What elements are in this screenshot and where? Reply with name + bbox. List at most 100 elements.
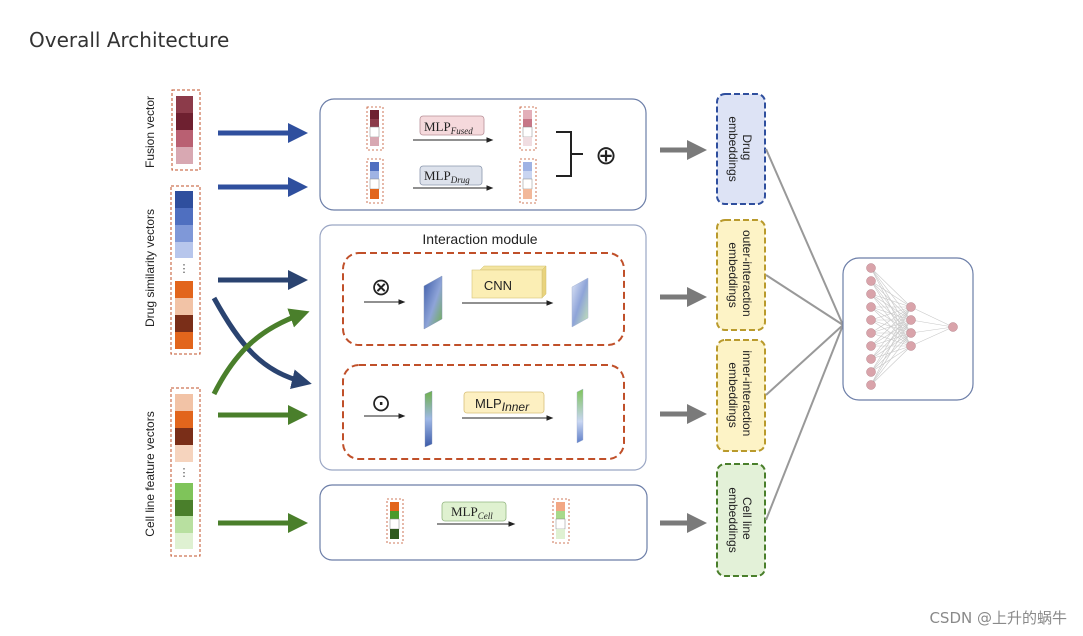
cell-to-outer-curve [211,308,310,396]
svg-text:outer-interaction embeddin: outer-interaction embeddings [726,230,754,320]
plus-symbol: ⊕ [595,140,617,170]
svg-text:MLPFused: MLPFused [424,119,473,136]
nn-input-node [866,315,876,325]
fused-drug-module [319,98,647,211]
svg-text:MLPInner: MLPInner [475,396,530,414]
inner-output-vector [576,388,584,444]
page-title: Overall Architecture [29,28,230,52]
nn-edge [870,332,912,386]
cell-module [319,484,648,561]
mlp-cell-label: MLP [451,504,478,519]
outer-embeddings-line2: embeddings [726,242,740,307]
nn-hidden-node [906,315,916,325]
svg-text:Drug embeddings: Drug embeddings [726,116,754,181]
cnn-block [471,265,547,299]
nn-edge [870,306,912,386]
nn-hidden-node [906,341,916,351]
svg-text:⋮: ⋮ [179,467,190,479]
mlp-drug-label: MLP [424,168,451,183]
cell-input-vector [386,498,404,544]
cell-embeddings-line2: embeddings [726,487,740,552]
nn-edge [910,306,954,328]
mlp-cell-box [441,501,507,522]
nn-input-node [866,289,876,299]
drug-output-vector [519,158,537,204]
nn-edge [870,306,912,334]
nn-edge [870,306,912,321]
nn-input-node [866,263,876,273]
mlp-fused-box [419,115,485,136]
interaction-module-title: Interaction module [422,231,537,247]
neural-network-icon [866,263,958,390]
svg-text:⋮: ⋮ [179,263,190,275]
inner-embeddings-box [716,339,766,452]
cell-output-vector [552,498,570,544]
outer-product-symbol: ⊗ [371,274,391,301]
mlp-cell-sub: Cell [478,511,493,521]
nn-edge [870,306,912,360]
nn-edge [870,319,912,386]
svg-text:Cell line embeddings: Cell line embeddings [726,487,754,552]
drug-embeddings-box [716,93,766,205]
outer-embeddings-box [716,219,766,331]
svg-text:inner-interaction embeddin: inner-interaction embeddings [726,350,754,439]
mlp-fused-sub: Fused [450,126,473,136]
inner-embeddings-line2: embeddings [726,362,740,427]
nn-input-node [866,380,876,390]
inner-embeddings-line1: inner-interaction [740,350,754,436]
fusion-vector-label: Fusion vector [143,96,157,168]
fused-input-vector [366,106,384,151]
drug-similarity-vectors: ⋮ [170,185,201,355]
drug-input-vector [366,158,384,204]
inner-interaction-box [342,364,625,460]
nn-edge [870,293,912,308]
nn-edge [870,306,912,373]
cell-line-vectors: ⋮ [170,387,201,557]
nn-input-node [866,276,876,286]
nn-input-node [866,328,876,338]
drug-embeddings-line1: Drug [740,134,754,160]
mlp-inner-label: MLP [475,396,502,411]
drug-to-inner-curve [211,296,312,389]
outer-feature-map [423,275,443,330]
mlp-inner-box [463,391,545,414]
nn-output-node [948,322,958,332]
nn-input-node [866,302,876,312]
nn-hidden-node [906,302,916,312]
outer-embeddings-line1: outer-interaction [740,230,754,317]
drug-embeddings-line2: embeddings [726,116,740,181]
nn-edge [870,345,912,386]
cell-embeddings-line1: Cell line [740,497,754,540]
mlp-drug-sub: Drug [450,175,471,185]
nn-edge [910,326,954,334]
inner-product-symbol: ⊙ [371,390,391,417]
cnn-label: CNN [484,278,512,293]
mlp-fused-label: MLP [424,119,451,134]
watermark: CSDN @上升的蜗牛 [929,609,1067,627]
nn-input-node [866,367,876,377]
nn-hidden-node [906,328,916,338]
svg-text:MLPDrug: MLPDrug [424,168,470,185]
outer-interaction-box [342,252,625,346]
svg-text:MLPCell: MLPCell [451,504,493,521]
mlp-drug-box [419,165,483,186]
nn-edge [870,267,912,308]
fused-output-vector [519,106,537,151]
nn-edge [910,326,954,347]
fusion-vector [171,89,201,171]
drug-similarity-label: Drug similarity vectors [143,209,157,327]
nn-input-node [866,341,876,351]
cell-line-label: Cell line feature vectors [143,411,157,536]
nn-edge [870,306,912,347]
embedding-to-predictor-lines [765,148,844,521]
nn-edge [870,280,912,308]
cnn-output-map [571,277,589,328]
cell-embeddings-box [716,463,766,577]
concat-bracket [556,131,583,177]
mlp-inner-sub: Inner [502,400,530,414]
nn-input-node [866,354,876,364]
nn-edge [910,319,954,328]
interaction-module [319,224,647,471]
inner-feature-vector [424,390,433,448]
